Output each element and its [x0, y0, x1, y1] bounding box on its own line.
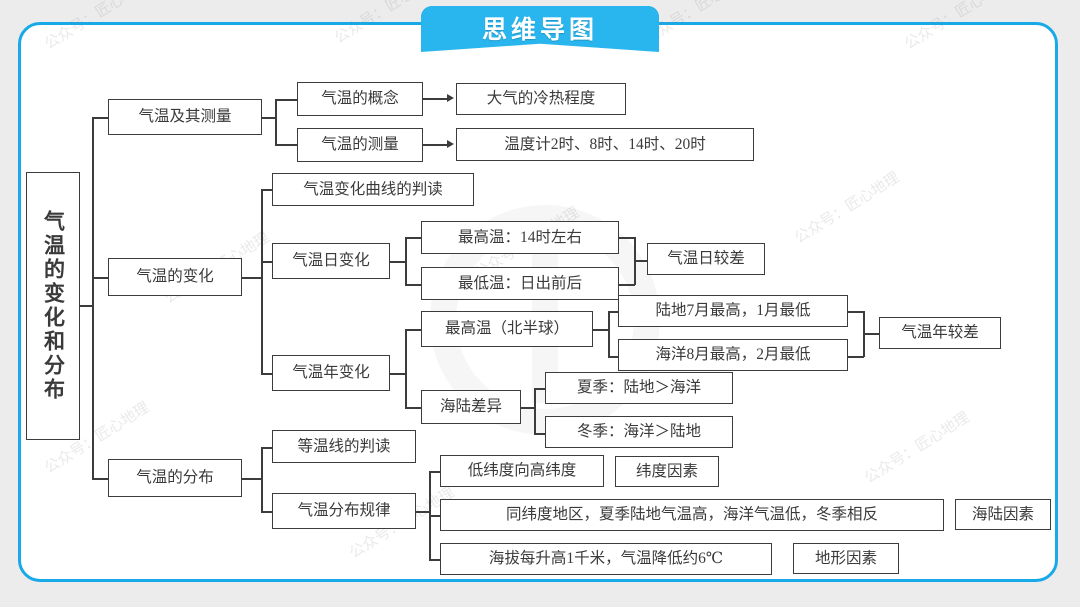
connector: [634, 260, 648, 262]
node-b1-measure[interactable]: 气温的测量: [297, 128, 423, 162]
connector: [534, 388, 536, 434]
connector: [848, 311, 864, 313]
connector: [848, 356, 864, 358]
node-b1-concept-detail[interactable]: 大气的冷热程度: [456, 83, 626, 115]
connector: [262, 117, 276, 119]
connector: [405, 284, 422, 286]
node-branch-2[interactable]: 气温的变化: [108, 258, 242, 296]
connector: [242, 478, 262, 480]
node-b2-winter-diff[interactable]: 冬季：海洋＞陆地: [545, 416, 733, 448]
connector: [405, 237, 407, 285]
node-b2-daily-min[interactable]: 最低温：日出前后: [421, 267, 619, 300]
connector: [92, 117, 94, 479]
connector: [619, 237, 635, 239]
connector: [390, 373, 406, 375]
connector: [521, 407, 535, 409]
node-b2-annual-max[interactable]: 最高温（北半球）: [421, 311, 593, 347]
connector: [608, 356, 619, 358]
node-b3-terrain-factor[interactable]: 地形因素: [793, 543, 899, 574]
connector: [405, 237, 422, 239]
node-b1-concept[interactable]: 气温的概念: [297, 82, 423, 116]
node-b1-measure-detail[interactable]: 温度计2时、8时、14时、20时: [456, 128, 754, 161]
connector: [261, 261, 275, 263]
node-b2-annual-change[interactable]: 气温年变化: [272, 355, 390, 391]
connector: [80, 305, 93, 307]
node-b2-daily-change[interactable]: 气温日变化: [272, 243, 390, 279]
connector: [608, 311, 619, 313]
node-b2-summer-diff[interactable]: 夏季：陆地＞海洋: [545, 372, 733, 404]
title-banner: 思维导图: [421, 6, 659, 52]
node-b2-annual-range[interactable]: 气温年较差: [879, 317, 1001, 349]
node-branch-3[interactable]: 气温的分布: [108, 459, 242, 497]
node-b2-daily-max[interactable]: 最高温：14时左右: [421, 221, 619, 254]
connector: [423, 144, 451, 146]
connector: [275, 99, 297, 101]
arrow-head: [447, 140, 454, 148]
connector: [261, 447, 275, 449]
node-b3-landsea-factor[interactable]: 海陆因素: [955, 499, 1051, 530]
connector: [261, 189, 275, 191]
node-b2-land-sea-diff[interactable]: 海陆差异: [421, 390, 521, 424]
node-b3-distribution-rules[interactable]: 气温分布规律: [272, 493, 416, 529]
node-b3-isotherm-reading[interactable]: 等温线的判读: [272, 430, 416, 463]
connector: [534, 388, 546, 390]
node-b3-latitude-factor[interactable]: 纬度因素: [615, 456, 719, 487]
arrow-head: [447, 94, 454, 102]
connector: [429, 471, 441, 473]
connector: [261, 373, 275, 375]
connector: [261, 447, 263, 512]
node-b2-land-annual[interactable]: 陆地7月最高，1月最低: [618, 295, 848, 327]
banner-title: 思维导图: [481, 17, 598, 44]
node-b3-terrain-rule[interactable]: 海拔每升高1千米，气温降低约6℃: [440, 543, 772, 575]
connector: [619, 284, 635, 286]
connector: [534, 433, 546, 435]
connector: [390, 261, 406, 263]
node-root[interactable]: 气温的变化和分布: [26, 172, 80, 440]
connector: [92, 277, 108, 279]
connector: [405, 329, 407, 408]
node-b2-curve-reading[interactable]: 气温变化曲线的判读: [272, 173, 474, 206]
connector: [261, 189, 263, 374]
connector: [92, 478, 108, 480]
connector: [275, 144, 297, 146]
connector: [405, 329, 422, 331]
node-branch-1[interactable]: 气温及其测量: [108, 99, 262, 135]
connector: [608, 311, 610, 357]
node-b3-landsea-rule[interactable]: 同纬度地区，夏季陆地气温高，海洋气温低，冬季相反: [440, 499, 944, 531]
connector: [429, 559, 441, 561]
node-b2-ocean-annual[interactable]: 海洋8月最高，2月最低: [618, 339, 848, 371]
connector: [416, 511, 430, 513]
connector: [593, 329, 609, 331]
connector: [423, 98, 451, 100]
node-b2-daily-range[interactable]: 气温日较差: [647, 243, 765, 275]
node-b3-latitude-rule[interactable]: 低纬度向高纬度: [440, 455, 604, 487]
connector: [261, 511, 275, 513]
connector: [405, 407, 422, 409]
connector: [429, 515, 441, 517]
connector: [242, 277, 262, 279]
connector: [275, 99, 277, 145]
connector: [863, 333, 880, 335]
connector: [92, 117, 108, 119]
